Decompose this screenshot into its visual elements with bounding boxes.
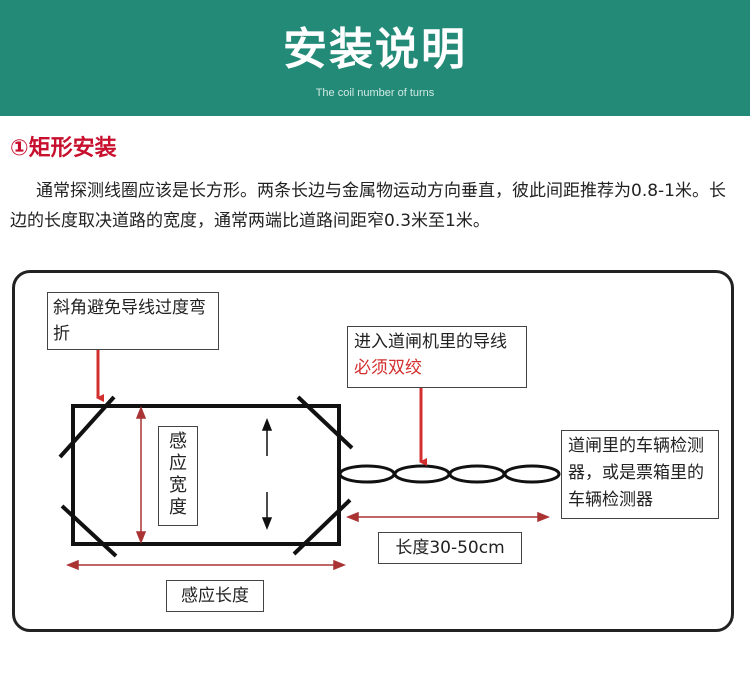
- length-dimension: [65, 559, 347, 571]
- lead-length-dimension: [345, 511, 551, 523]
- twisted-wire: [338, 464, 561, 484]
- page-title: 安装说明: [283, 24, 467, 75]
- page-subtitle: The coil number of turns: [315, 87, 435, 99]
- width-label: 感应宽度: [158, 426, 198, 526]
- loop-rectangle: [71, 404, 341, 546]
- inner-vertical-arrows: [261, 417, 273, 531]
- width-dimension: [135, 405, 147, 545]
- twist-note-text: 进入道闸机里的导线: [354, 332, 507, 352]
- chamfer-top-right: [296, 395, 354, 450]
- chamfer-top-left: [58, 395, 116, 459]
- section-heading: ①矩形安装: [10, 136, 117, 161]
- chamfer-bottom-left: [60, 504, 118, 558]
- detector-note-label: 道闸里的车辆检测器，或是票箱里的车辆检测器: [561, 430, 719, 519]
- corner-note-label: 斜角避免导线过度弯折: [47, 292, 219, 350]
- chamfer-bottom-right: [292, 498, 352, 556]
- header-banner: 安装说明 The coil number of turns: [0, 0, 750, 116]
- length-label: 感应长度: [166, 580, 264, 612]
- twist-note-highlight: 必须双绞: [354, 358, 422, 378]
- twist-note-label: 进入道闸机里的导线必须双绞: [347, 326, 527, 388]
- installation-diagram: [12, 270, 734, 632]
- lead-length-label: 长度30-50cm: [378, 532, 522, 564]
- intro-paragraph: 通常探测线圈应该是长方形。两条长边与金属物运动方向垂直，彼此间距推荐为0.8-1…: [10, 181, 726, 231]
